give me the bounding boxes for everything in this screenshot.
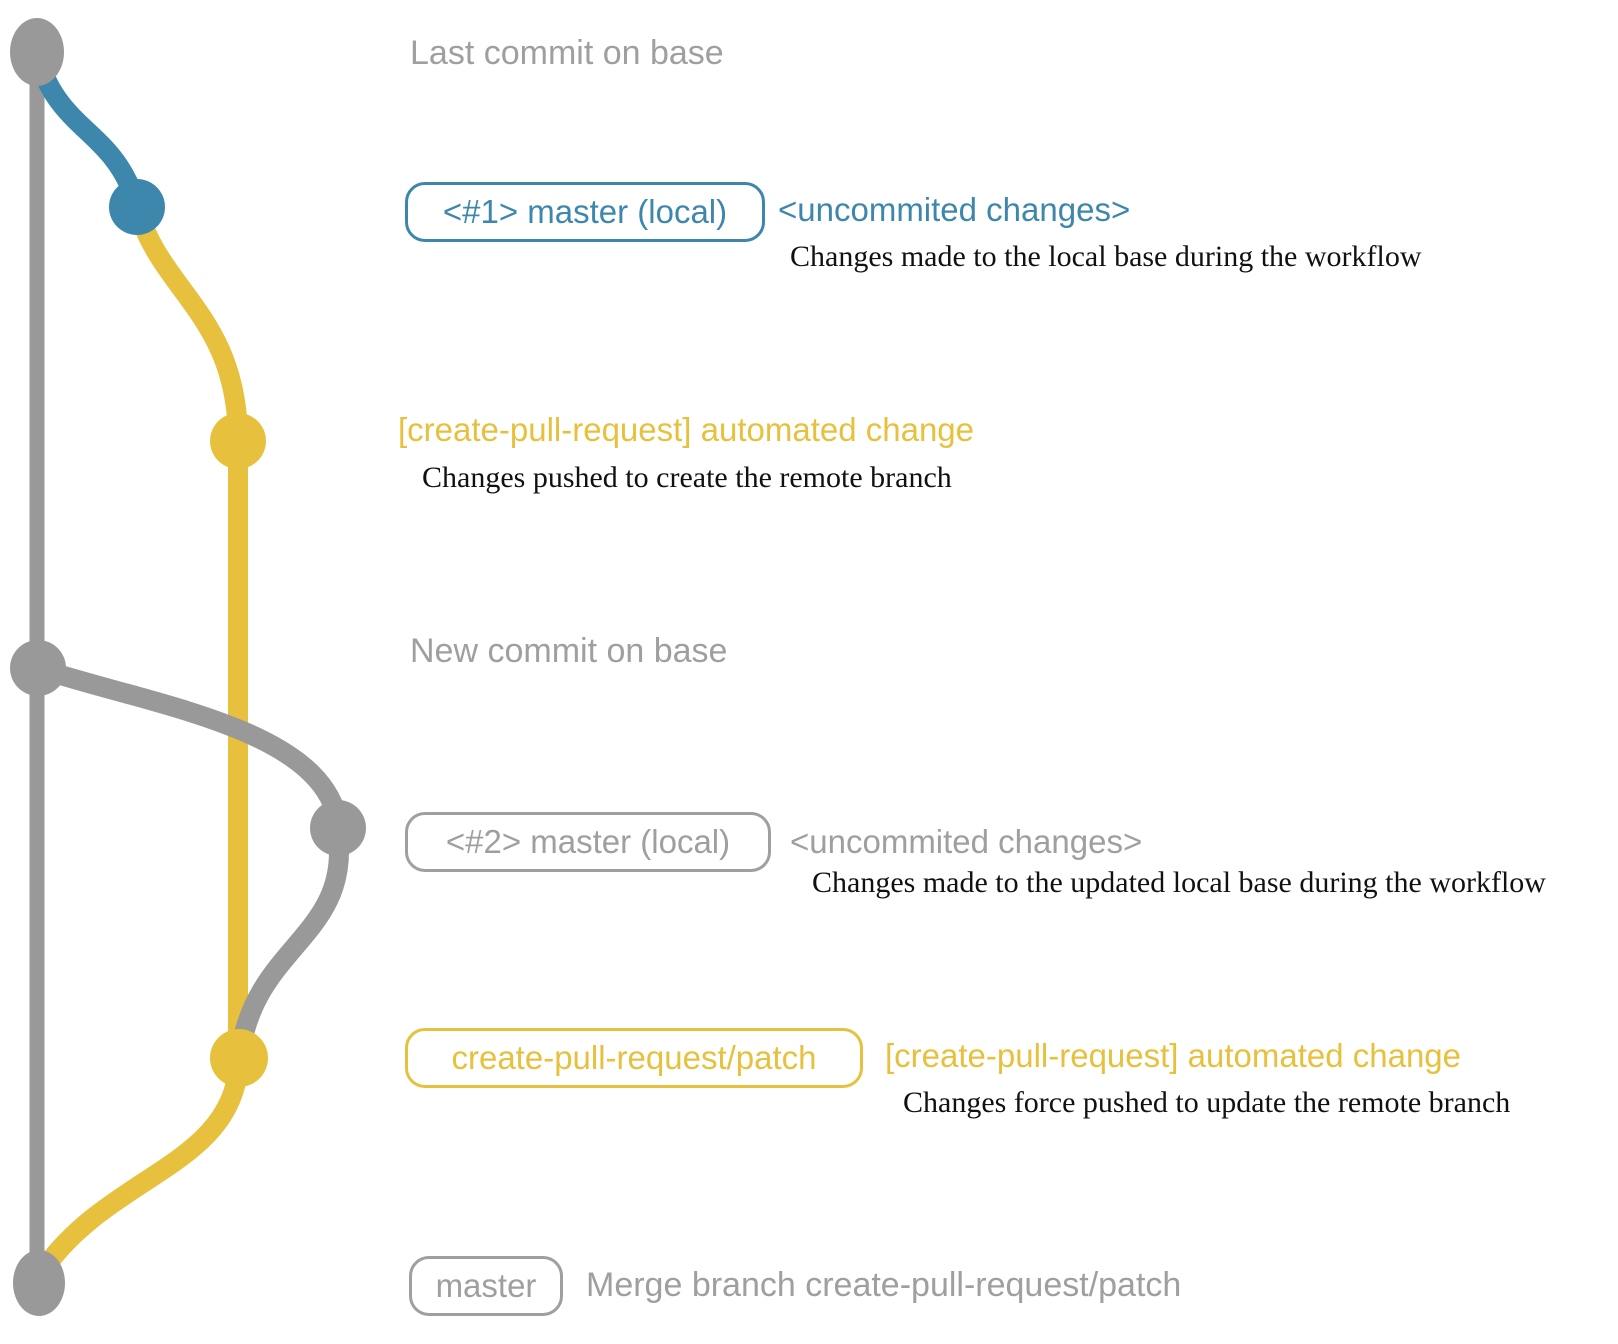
- badge-patch-branch: create-pull-request/patch: [405, 1028, 863, 1088]
- note-local-changes-2: Changes made to the updated local base d…: [812, 866, 1546, 899]
- badge-master: master: [409, 1256, 563, 1316]
- uncommitted-changes-label-1: <uncommited changes>: [778, 191, 1131, 228]
- note-force-push: Changes force pushed to update the remot…: [903, 1086, 1511, 1119]
- new-commit-label: New commit on base: [410, 632, 728, 670]
- uncommitted-changes-label-2: <uncommited changes>: [790, 823, 1143, 860]
- automated-change-label-2: [create-pull-request] automated change: [885, 1037, 1462, 1074]
- merge-branch-label: Merge branch create-pull-request/patch: [586, 1266, 1182, 1304]
- commit-node-merge: [13, 1250, 65, 1316]
- local-master-2-merge-line: [231, 824, 350, 1058]
- patch-branch-line: [127, 197, 248, 1068]
- note-push-1: Changes pushed to create the remote bran…: [422, 461, 952, 494]
- commit-node-local-2: [310, 800, 366, 856]
- last-commit-label: Last commit on base: [410, 34, 724, 72]
- patch-branch-merge-line: [36, 1048, 249, 1276]
- note-local-changes-1: Changes made to the local base during th…: [790, 240, 1422, 273]
- local-master-2-branch-line: [28, 658, 348, 832]
- automated-change-label-1: [create-pull-request] automated change: [398, 411, 975, 448]
- commit-node-local-1: [109, 179, 165, 235]
- badge-master-local-2: <#2> master (local): [405, 812, 771, 872]
- commit-node-patch-2: [210, 1029, 268, 1087]
- commit-node-patch-1: [210, 413, 266, 469]
- commit-node-last-base: [10, 18, 64, 86]
- badge-master-local-1: <#1> master (local): [405, 182, 765, 242]
- commit-node-new-base: [10, 640, 66, 696]
